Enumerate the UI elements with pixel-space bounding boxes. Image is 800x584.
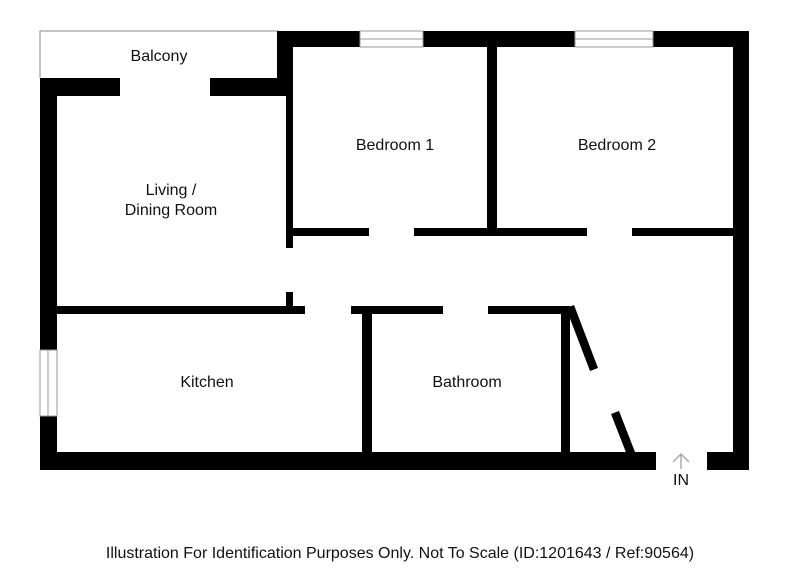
wall-exterior-left-upper xyxy=(40,78,57,350)
wall-hall-upper-3 xyxy=(632,228,733,236)
label-bedroom-1: Bedroom 1 xyxy=(356,137,434,154)
windows xyxy=(39,30,654,417)
wall-top-right xyxy=(653,31,749,47)
wall-bathroom-east xyxy=(561,306,570,452)
wall-kitchen-bathroom xyxy=(362,306,372,452)
label-entry: IN xyxy=(673,472,689,489)
wall-bottom-left xyxy=(40,452,656,470)
wall-hall-upper-2 xyxy=(414,228,587,236)
window-bedroom-1 xyxy=(359,30,424,48)
wall-top-left xyxy=(277,31,360,47)
label-bathroom: Bathroom xyxy=(432,374,501,391)
wall-hall-stub xyxy=(286,292,293,306)
wall-bedroom1-west xyxy=(286,96,293,248)
window-bedroom-2 xyxy=(574,30,654,48)
label-bedroom-2: Bedroom 2 xyxy=(578,137,656,154)
wall-bathroom-top-right xyxy=(488,306,570,314)
entry-arrow-icon xyxy=(672,452,690,469)
wall-hall-upper-1 xyxy=(286,228,369,236)
disclaimer-caption: Illustration For Identification Purposes… xyxy=(105,545,695,562)
wall-angled-upper xyxy=(566,305,598,371)
wall-top-middle xyxy=(423,31,575,47)
wall-exterior-right xyxy=(733,31,749,470)
label-living-line-2: Dining Room xyxy=(125,202,217,219)
label-kitchen: Kitchen xyxy=(180,374,233,391)
label-living-line-1: Living / xyxy=(146,182,197,199)
wall-balcony-front-left xyxy=(40,78,120,96)
wall-bottom-right xyxy=(707,452,749,470)
window-kitchen xyxy=(39,349,58,417)
wall-kitchen-top xyxy=(57,306,305,314)
wall-balcony-front-right xyxy=(210,78,293,96)
wall-angled-lower xyxy=(611,411,635,455)
walls xyxy=(40,31,749,470)
wall-bathroom-top-left xyxy=(351,306,443,314)
wall-bedroom-divider xyxy=(487,47,497,230)
label-balcony: Balcony xyxy=(131,48,188,65)
